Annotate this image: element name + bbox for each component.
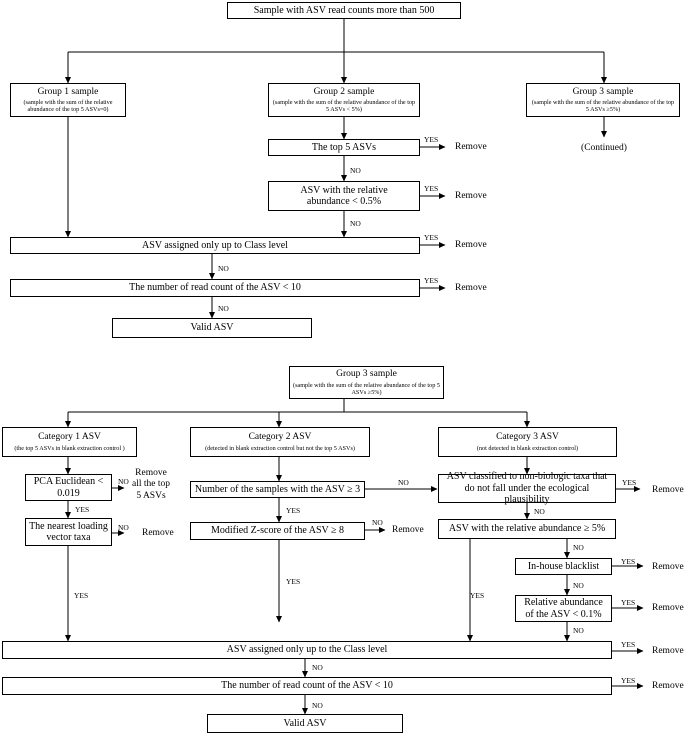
remove-label: Remove [652, 603, 684, 613]
yes-label: YES [621, 598, 636, 607]
no-label: NO [350, 219, 361, 228]
group2-box: Group 2 sample (sample with the sum of t… [268, 83, 420, 117]
no-label: NO [398, 478, 409, 487]
group1-subtitle: (sample with the sum of the relative abu… [23, 99, 113, 114]
pca-euclidean-label: PCA Euclidean < 0.019 [33, 476, 104, 499]
remove-label: Remove [652, 646, 684, 656]
group3-title: Group 3 sample [572, 86, 634, 97]
yes-label: YES [470, 591, 485, 600]
non-biologic-box: ASV classified to non-biologic taxa that… [438, 471, 616, 506]
yes-label: YES [424, 233, 439, 242]
no-label: NO [118, 477, 129, 486]
no-label: NO [573, 626, 584, 635]
yes-label: YES [621, 676, 636, 685]
relative-abundance-box: ASV with the relative abundance < 0.5% [268, 181, 420, 211]
read-count-label: The number of read count of the ASV < 10 [221, 680, 393, 692]
no-label: NO [218, 304, 229, 313]
root-label: Sample with ASV read counts more than 50… [253, 4, 435, 16]
z-score-label: Modified Z-score of the ASV ≥ 8 [210, 525, 345, 537]
continued-label: (Continued) [581, 143, 627, 153]
no-label: NO [312, 701, 323, 710]
relative-abundance-label: ASV with the relative abundance < 0.5% [300, 184, 388, 208]
in-house-blacklist-label: In-house blacklist [527, 560, 600, 572]
class-level-box: ASV assigned only up to the Class level [2, 641, 612, 659]
top5-asvs-label: The top 5 ASVs [311, 141, 377, 153]
yes-label: YES [286, 577, 301, 586]
no-label: NO [218, 264, 229, 273]
no-label: NO [573, 581, 584, 590]
read-count-box: The number of read count of the ASV < 10 [2, 677, 612, 695]
abundance-5-box: ASV with the relative abundance ≥ 5% [438, 519, 616, 539]
class-level-box: ASV assigned only up to Class level [10, 237, 420, 254]
remove-label: Remove [455, 191, 487, 201]
yes-label: YES [621, 557, 636, 566]
yes-label: YES [424, 135, 439, 144]
remove-label: Remove [652, 681, 684, 691]
yes-label: YES [75, 505, 90, 514]
category1-subtitle: (the top 5 ASVs in blank extraction cont… [14, 444, 125, 452]
no-label: NO [534, 507, 545, 516]
remove-label: Remove [142, 528, 174, 538]
group1-title: Group 1 sample [37, 86, 99, 97]
category3-box: Category 3 ASV (not detected in blank ex… [438, 427, 617, 457]
group3-subtitle: (sample with the sum of the relative abu… [531, 99, 675, 114]
yes-label: YES [286, 506, 301, 515]
group3-box: Group 3 sample (sample with the sum of t… [526, 83, 680, 117]
remove-label: Remove [455, 142, 487, 152]
category3-title: Category 3 ASV [496, 432, 559, 443]
yes-label: YES [424, 184, 439, 193]
samples-count-box: Number of the samples with the ASV ≥ 3 [190, 481, 365, 498]
root-box: Sample with ASV read counts more than 50… [227, 2, 461, 19]
read-count-label: The number of read count of the ASV < 10 [129, 282, 301, 294]
category2-title: Category 2 ASV [248, 432, 312, 443]
read-count-box: The number of read count of the ASV < 10 [10, 279, 420, 297]
top5-asvs-box: The top 5 ASVs [268, 139, 420, 156]
class-level-label: ASV assigned only up to the Class level [226, 644, 388, 656]
abundance-01-label: Relative abundance of the ASV < 0.1% [524, 597, 603, 620]
z-score-box: Modified Z-score of the ASV ≥ 8 [190, 522, 365, 540]
abundance-01-box: Relative abundance of the ASV < 0.1% [515, 595, 612, 622]
group3-title: Group 3 sample [336, 369, 397, 380]
group2-subtitle: (sample with the sum of the relative abu… [272, 99, 416, 114]
remove-label: Remove [455, 283, 487, 293]
category1-title: Category 1 ASV [38, 432, 101, 443]
class-level-label: ASV assigned only up to Class level [142, 239, 288, 251]
remove-label: Remove [652, 562, 684, 572]
no-label: NO [312, 663, 323, 672]
nearest-loading-box: The nearest loading vector taxa [25, 518, 112, 546]
no-label: NO [573, 543, 584, 552]
remove-label: Remove [652, 485, 684, 495]
pca-euclidean-box: PCA Euclidean < 0.019 [25, 474, 112, 501]
yes-label: YES [74, 591, 89, 600]
valid-asv-label: Valid ASV [190, 322, 234, 334]
remove-label: Remove [392, 525, 424, 535]
yes-label: YES [621, 640, 636, 649]
valid-asv-box: Valid ASV [112, 318, 312, 338]
remove-all-label: Remove all the top 5 ASVs [132, 468, 170, 501]
category2-box: Category 2 ASV (detected in blank extrac… [190, 427, 370, 457]
category3-subtitle: (not detected in blank extraction contro… [476, 444, 579, 452]
remove-label: Remove [455, 240, 487, 250]
valid-asv-label: Valid ASV [283, 717, 327, 729]
valid-asv-box: Valid ASV [207, 714, 403, 733]
group1-box: Group 1 sample (sample with the sum of t… [10, 83, 126, 117]
yes-label: YES [424, 276, 439, 285]
group2-title: Group 2 sample [313, 86, 375, 97]
no-label: NO [372, 518, 383, 527]
in-house-blacklist-box: In-house blacklist [515, 558, 612, 575]
samples-count-label: Number of the samples with the ASV ≥ 3 [194, 483, 361, 495]
non-biologic-label: ASV classified to non-biologic taxa that… [446, 471, 608, 506]
group3-box: Group 3 sample (sample with the sum of t… [289, 366, 444, 399]
abundance-5-label: ASV with the relative abundance ≥ 5% [448, 523, 606, 535]
no-label: NO [350, 166, 361, 175]
no-label: NO [118, 523, 129, 532]
group3-subtitle: (sample with the sum of the relative abu… [293, 381, 440, 396]
nearest-loading-label: The nearest loading vector taxa [29, 520, 108, 544]
yes-label: YES [622, 478, 637, 487]
category2-subtitle: (detected in blank extraction control bu… [205, 444, 355, 452]
category1-box: Category 1 ASV (the top 5 ASVs in blank … [2, 427, 137, 457]
